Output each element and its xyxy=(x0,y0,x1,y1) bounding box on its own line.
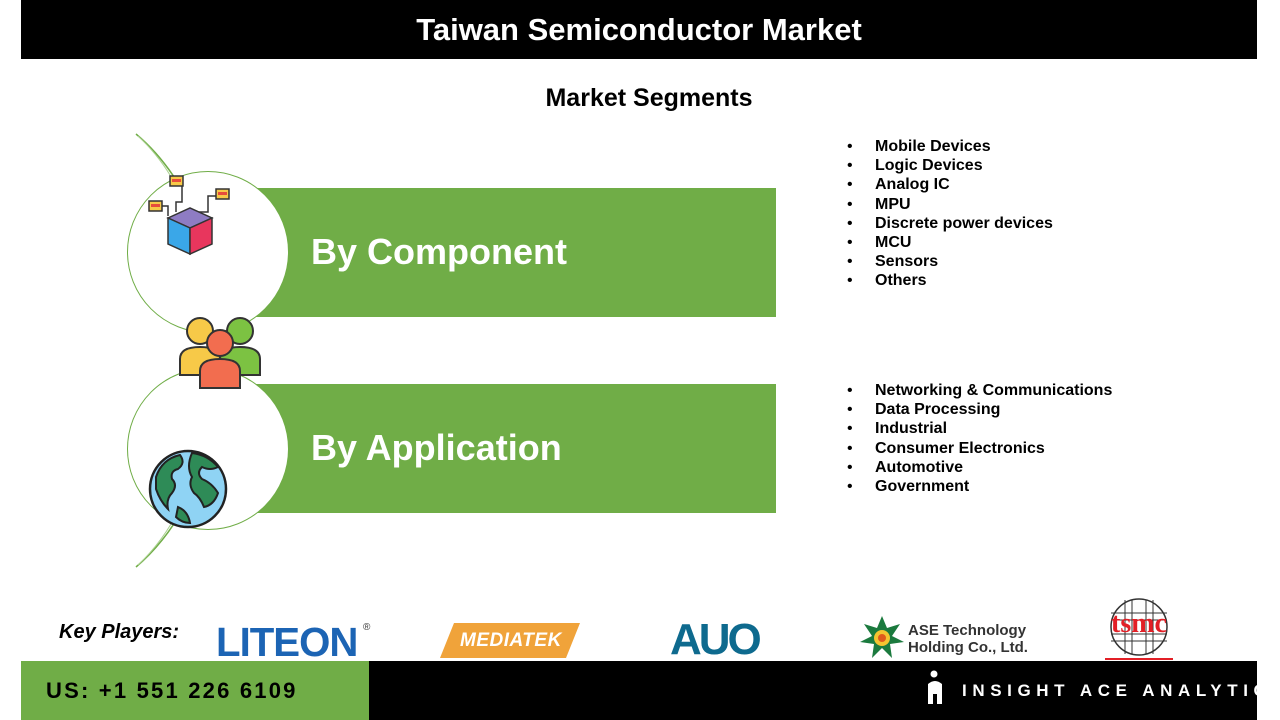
brand-name: INSIGHT ACE ANALYTIC xyxy=(962,681,1272,700)
auo-logo: AUO xyxy=(670,615,762,664)
tsmc-logo-text: tsmc xyxy=(1111,608,1167,639)
list-item: Analog IC xyxy=(846,175,1053,194)
segment-bar-application xyxy=(220,384,776,513)
ase-logo-line2: Holding Co., Ltd. xyxy=(908,639,1028,656)
liteon-logo-text: LITEON xyxy=(216,619,358,665)
key-players-label: Key Players: xyxy=(59,621,180,643)
list-item: Consumer Electronics xyxy=(846,439,1112,458)
phone-number[interactable]: US: +1 551 226 6109 xyxy=(46,677,298,703)
insight-ace-logo-icon xyxy=(928,670,942,704)
list-item: Data Processing xyxy=(846,400,1112,419)
registered-mark: ® xyxy=(363,622,371,633)
ase-emblem-icon xyxy=(860,616,904,658)
liteon-logo: LITEON ® xyxy=(216,619,370,665)
application-list: Networking & Communications Data Process… xyxy=(846,381,1112,496)
segment-label-application: By Application xyxy=(311,427,562,468)
list-item: Networking & Communications xyxy=(846,381,1112,400)
list-item: Mobile Devices xyxy=(846,137,1053,156)
footer-brand-bar xyxy=(369,661,1257,720)
list-item: Automotive xyxy=(846,458,1112,477)
globe-icon xyxy=(148,449,228,529)
mediatek-logo-text: MEDIATEK xyxy=(460,630,562,651)
ase-logo-line1: ASE Technology xyxy=(908,622,1027,639)
segment-bar-component xyxy=(220,188,776,317)
tsmc-wafer-icon xyxy=(1105,598,1173,660)
list-item: MCU xyxy=(846,233,1053,252)
list-item: MPU xyxy=(846,195,1053,214)
auo-logo-text: AUO xyxy=(670,615,762,664)
list-item: Industrial xyxy=(846,419,1112,438)
list-item: Logic Devices xyxy=(846,156,1053,175)
title-bar: Taiwan Semiconductor Market xyxy=(21,0,1257,59)
segment-label-component: By Component xyxy=(311,231,567,272)
page-title: Taiwan Semiconductor Market xyxy=(416,11,862,47)
circuit-cube-icon xyxy=(148,175,230,256)
section-title: Market Segments xyxy=(545,84,753,112)
list-item: Discrete power devices xyxy=(846,214,1053,233)
list-item: Others xyxy=(846,271,1053,290)
list-item: Sensors xyxy=(846,252,1053,271)
list-item: Government xyxy=(846,477,1112,496)
people-group-icon xyxy=(179,317,261,389)
component-list: Mobile Devices Logic Devices Analog IC M… xyxy=(846,137,1053,291)
mediatek-logo-badge xyxy=(440,623,580,658)
footer-contact: US: +1 551 226 6109 xyxy=(21,661,369,720)
